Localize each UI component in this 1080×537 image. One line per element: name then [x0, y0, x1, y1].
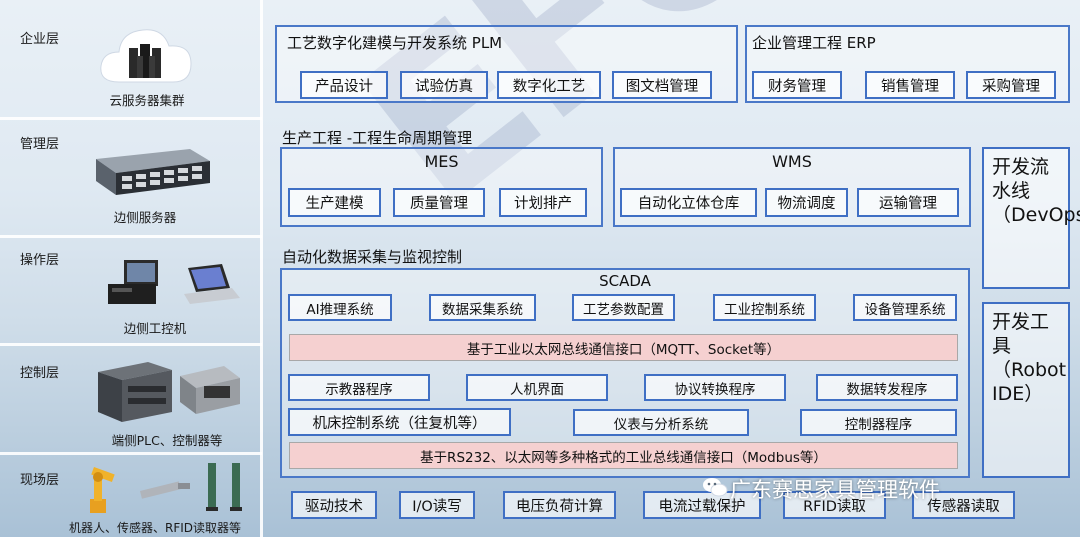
device-caption: 边侧工控机 [123, 321, 187, 336]
production-title: 生产工程 -工程生命周期管理 [282, 129, 473, 147]
scada-title: SCADA [599, 272, 651, 290]
layer-divider [0, 452, 262, 455]
wms-item[interactable]: 运输管理 [857, 188, 959, 217]
plm-item[interactable]: 数字化工艺 [497, 71, 601, 99]
mes-item[interactable]: 计划排产 [499, 188, 587, 217]
layer-divider [0, 235, 262, 238]
mes-item[interactable]: 生产建模 [288, 188, 381, 217]
layer-divider [0, 343, 262, 346]
cloud-server-icon [100, 29, 192, 83]
device-caption: 边侧服务器 [113, 210, 177, 225]
mes-item[interactable]: 质量管理 [393, 188, 485, 217]
scada-item[interactable]: 数据采集系统 [429, 294, 536, 321]
layer-label-enterprise: 企业层 [20, 32, 60, 47]
plc-controller-icon [98, 362, 240, 422]
erp-item[interactable]: 采购管理 [966, 71, 1056, 99]
layer-label-operation: 操作层 [20, 253, 60, 268]
field-item[interactable]: 驱动技术 [291, 491, 377, 519]
scada-item[interactable]: AI推理系统 [288, 294, 392, 321]
column-divider [260, 0, 263, 537]
plm-item[interactable]: 试验仿真 [400, 71, 488, 99]
field-item[interactable]: I/O读写 [399, 491, 475, 519]
scada-item[interactable]: 数据转发程序 [816, 374, 958, 401]
automation-title: 自动化数据采集与监视控制 [282, 248, 463, 266]
erp-item[interactable]: 销售管理 [865, 71, 955, 99]
field-devices-icon [90, 463, 242, 513]
scada-item[interactable]: 机床控制系统（往复机等） [288, 408, 511, 436]
plm-item[interactable]: 图文档管理 [612, 71, 712, 99]
layer-divider [0, 117, 262, 120]
field-item[interactable]: 电压负荷计算 [503, 491, 616, 519]
field-item[interactable]: 传感器读取 [912, 491, 1015, 519]
scada-item[interactable]: 协议转换程序 [644, 374, 786, 401]
field-item[interactable]: RFID读取 [783, 491, 886, 519]
wms-title: WMS [772, 152, 812, 171]
wms-item[interactable]: 自动化立体仓库 [620, 188, 757, 217]
brand-caption: 广东赛思家具管理软件 [730, 478, 940, 502]
scada-item[interactable]: 人机界面 [466, 374, 608, 401]
scada-item[interactable]: 工业控制系统 [713, 294, 816, 321]
scada-item[interactable]: 设备管理系统 [853, 294, 957, 321]
field-item[interactable]: 电流过载保护 [643, 491, 761, 519]
erp-item[interactable]: 财务管理 [752, 71, 842, 99]
edge-server-icon [96, 149, 210, 195]
scada-item[interactable]: 控制器程序 [800, 409, 957, 436]
scada-item[interactable]: 仪表与分析系统 [573, 409, 749, 436]
scada-item[interactable]: 示教器程序 [288, 374, 430, 401]
layer-label-field: 现场层 [20, 473, 60, 488]
layer-label-management: 管理层 [20, 137, 60, 152]
erp-title: 企业管理工程 ERP [752, 34, 876, 52]
dev-tools-box[interactable]: 开发工具（Robot IDE） [982, 302, 1070, 478]
plm-title: 工艺数字化建模与开发系统 PLM [287, 34, 503, 52]
layer-label-control: 控制层 [20, 366, 60, 381]
wechat-icon [703, 478, 728, 497]
industrial-pc-icon [108, 260, 240, 304]
device-caption: 机器人、传感器、RFID读取器等 [68, 521, 242, 535]
device-caption: 云服务器集群 [109, 93, 185, 108]
devops-box[interactable]: 开发流水线（DevOps） [982, 147, 1080, 289]
rs232-bus-interface: 基于RS232、以太网等多种格式的工业总线通信接口（Modbus等） [289, 442, 958, 469]
scada-item[interactable]: 工艺参数配置 [572, 294, 675, 321]
device-caption: 端侧PLC、控制器等 [111, 433, 223, 448]
mes-title: MES [424, 152, 459, 171]
wms-item[interactable]: 物流调度 [765, 188, 848, 217]
ethernet-bus-interface: 基于工业以太网总线通信接口（MQTT、Socket等） [289, 334, 958, 361]
plm-item[interactable]: 产品设计 [300, 71, 388, 99]
